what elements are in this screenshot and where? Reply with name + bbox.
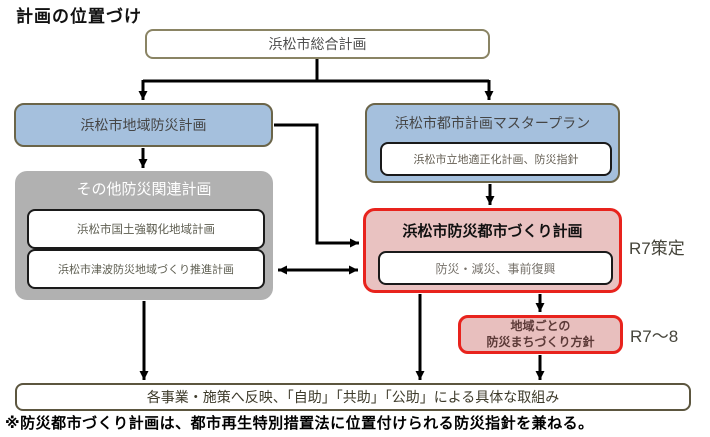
box-national-resilience-plan-label: 浜松市国土強靱化地域計画	[77, 224, 215, 236]
box-concrete-initiatives: 各事業・施策へ反映、「自助」「共助」「公助」による具体な取組み	[15, 383, 691, 411]
box-comprehensive-plan: 浜松市総合計画	[145, 29, 490, 59]
box-community-machizukuri-policy-line2: 防災まちづくり方針	[486, 334, 595, 349]
box-location-optimization-plan: 浜松市立地適正化計画、防災指針	[380, 142, 612, 176]
annotation-r7-establishment: R7策定	[629, 239, 685, 258]
box-city-master-plan: 浜松市都市計画マスタープラン 浜松市立地適正化計画、防災指針	[365, 103, 620, 183]
box-disaster-mitigation-recovery: 防災・減災、事前復興	[378, 251, 613, 285]
box-community-machizukuri-policy-line1: 地域ごとの	[510, 318, 571, 333]
box-disaster-resilient-city-plan-label: 浜松市防災都市づくり計画	[402, 223, 583, 240]
box-location-optimization-plan-label: 浜松市立地適正化計画、防災指針	[413, 154, 579, 166]
box-concrete-initiatives-label: 各事業・施策へ反映、「自助」「共助」「公助」による具体な取組み	[146, 389, 560, 405]
box-national-resilience-plan: 浜松市国土強靱化地域計画	[27, 209, 265, 249]
box-disaster-resilient-city-plan: 浜松市防災都市づくり計画 防災・減災、事前復興	[363, 208, 622, 293]
box-other-disaster-plans: その他防災関連計画 浜松市国土強靱化地域計画 浜松市津波防災地域づくり推進計画	[15, 171, 273, 300]
box-comprehensive-plan-label: 浜松市総合計画	[268, 36, 367, 52]
box-tsunami-disaster-plan-label: 浜松市津波防災地域づくり推進計画	[58, 264, 234, 276]
page-title: 計画の位置づけ	[16, 7, 142, 26]
box-city-master-plan-label: 浜松市都市計画マスタープラン	[394, 115, 591, 131]
footnote: ※防災都市づくり計画は、都市再生特別措置法に位置付けられる防災指針を兼ねる。	[5, 415, 594, 432]
box-disaster-mitigation-recovery-label: 防災・減災、事前復興	[435, 261, 556, 276]
box-regional-disaster-plan-label: 浜松市地域防災計画	[80, 117, 207, 133]
box-regional-disaster-plan: 浜松市地域防災計画	[14, 103, 273, 147]
box-other-disaster-plans-label: その他防災関連計画	[76, 181, 212, 198]
annotation-r7-8: R7～8	[630, 327, 679, 346]
box-community-machizukuri-policy: 地域ごとの 防災まちづくり方針	[458, 315, 623, 354]
arrow-chiikibosai-to-bosaitoshi	[274, 123, 359, 248]
box-tsunami-disaster-plan: 浜松市津波防災地域づくり推進計画	[27, 249, 265, 289]
